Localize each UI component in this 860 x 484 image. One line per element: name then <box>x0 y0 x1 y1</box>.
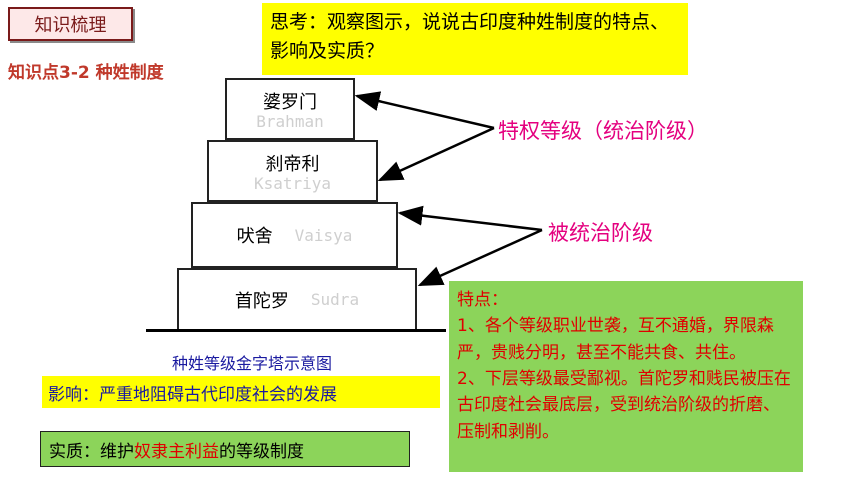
tier-ksatriya: 刹帝利 Ksatriya <box>207 140 378 202</box>
influence-box: 影响：严重地阻碍古代印度社会的发展 <box>42 376 440 408</box>
tier-brahman: 婆罗门 Brahman <box>225 78 355 140</box>
tier-vaisya-en: Vaisya <box>294 225 353 245</box>
pyramid-caption: 种姓等级金字塔示意图 <box>172 354 333 373</box>
essence-box: 实质：维护奴隶主利益的等级制度 <box>40 431 410 467</box>
subtitle: 知识点3-2 种姓制度 <box>8 63 164 83</box>
label-ruled: 被统治阶级 <box>548 221 653 245</box>
tier-sudra-en: Sudra <box>310 290 360 309</box>
arrow-to-brahman <box>354 91 495 130</box>
tier-sudra-cn: 首陀罗 <box>234 290 289 312</box>
label-privileged: 特权等级（统治阶级） <box>498 119 708 143</box>
tier-vaisya: 吠舍 Vaisya <box>191 202 398 268</box>
question-box: 思考：观察图示，说说古印度种姓制度的特点、影响及实质？ <box>262 3 688 75</box>
features-title: 特点： <box>457 290 508 310</box>
essence-highlight: 奴隶主利益 <box>134 441 219 462</box>
section-tag: 知识梳理 <box>8 7 133 41</box>
tier-vaisya-cn: 吠舍 <box>236 226 273 247</box>
arrow-to-vaisya <box>397 205 543 232</box>
tier-brahman-en: Brahman <box>256 111 324 131</box>
tier-ksatriya-en: Ksatriya <box>253 173 332 193</box>
arrow-to-sudra <box>417 228 543 287</box>
essence-suffix: 的等级制度 <box>219 441 304 462</box>
essence-prefix: 实质：维护 <box>49 441 134 462</box>
tier-sudra: 首陀罗 Sudra <box>177 268 417 331</box>
tier-ksatriya-cn: 刹帝利 <box>265 153 320 175</box>
feature-item-2: 2、下层等级最受鄙视。首陀罗和贱民被压在古印度社会最底层，受到统治阶级的折磨、压… <box>457 369 791 442</box>
pyramid-ground-line <box>146 329 446 332</box>
features-box: 特点： 1、各个等级职业世袭，互不通婚，界限森严，贵贱分明，甚至不能共食、共住。… <box>449 281 803 472</box>
tier-brahman-cn: 婆罗门 <box>263 91 317 113</box>
feature-item-1: 1、各个等级职业世袭，互不通婚，界限森严，贵贱分明，甚至不能共食、共住。 <box>457 316 774 363</box>
arrow-to-ksatriya <box>377 126 495 182</box>
